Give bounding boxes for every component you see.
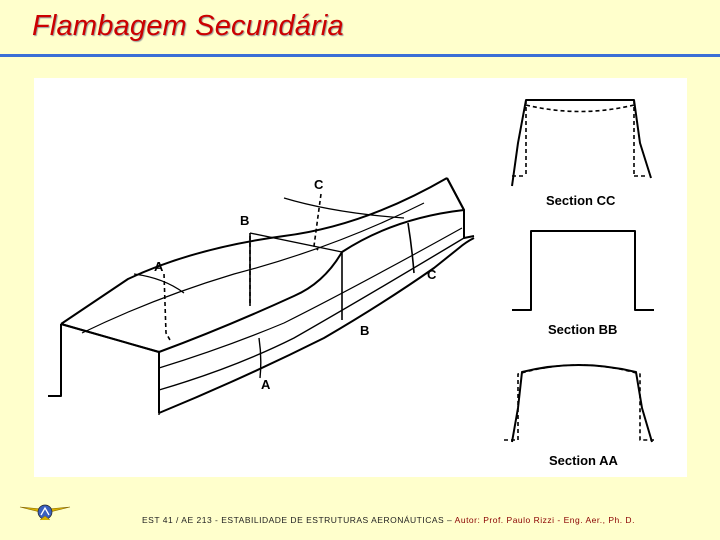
label-b-top: B: [240, 213, 249, 228]
footer: EST 41 / AE 213 - ESTABILIDADE DE ESTRUT…: [142, 515, 635, 525]
label-c-top: C: [314, 177, 324, 192]
section-aa-sketch: [504, 364, 654, 443]
footer-author: Autor: Prof. Paulo Rizzi - Eng. Aer., Ph…: [454, 515, 635, 525]
section-cc-sketch: [511, 99, 652, 187]
label-c-bottom: C: [427, 267, 437, 282]
section-cc-label: Section CC: [546, 193, 616, 208]
label-b-bottom: B: [360, 323, 369, 338]
beam-top-back-edge: [60, 177, 448, 325]
beam-drawing: [48, 177, 475, 415]
slide-title: Flambagem Secundária: [32, 10, 344, 42]
beam-left-flange: [48, 324, 62, 397]
footer-subject: ESTABILIDADE DE ESTRUTURAS AERONÁUTICAS …: [221, 515, 453, 525]
section-aa-label: Section AA: [549, 453, 618, 468]
beam-top-front-edge: [60, 177, 465, 353]
buckling-diagram: A A B B C C Section CC Section BB Sectio…: [48, 99, 654, 468]
title-underline: [0, 54, 720, 57]
dash-c: [313, 193, 322, 251]
institution-logo-icon: [19, 504, 71, 521]
label-a-bottom: A: [261, 377, 271, 392]
footer-course: EST 41 / AE 213 -: [142, 515, 219, 525]
beam-web-bottom: [158, 237, 475, 414]
section-bb-sketch: [512, 230, 654, 311]
label-a-top: A: [154, 259, 164, 274]
section-bb-label: Section BB: [548, 322, 617, 337]
buckling-figure: A A B B C C Section CC Section BB Sectio…: [34, 78, 687, 477]
dash-a: [163, 273, 171, 341]
